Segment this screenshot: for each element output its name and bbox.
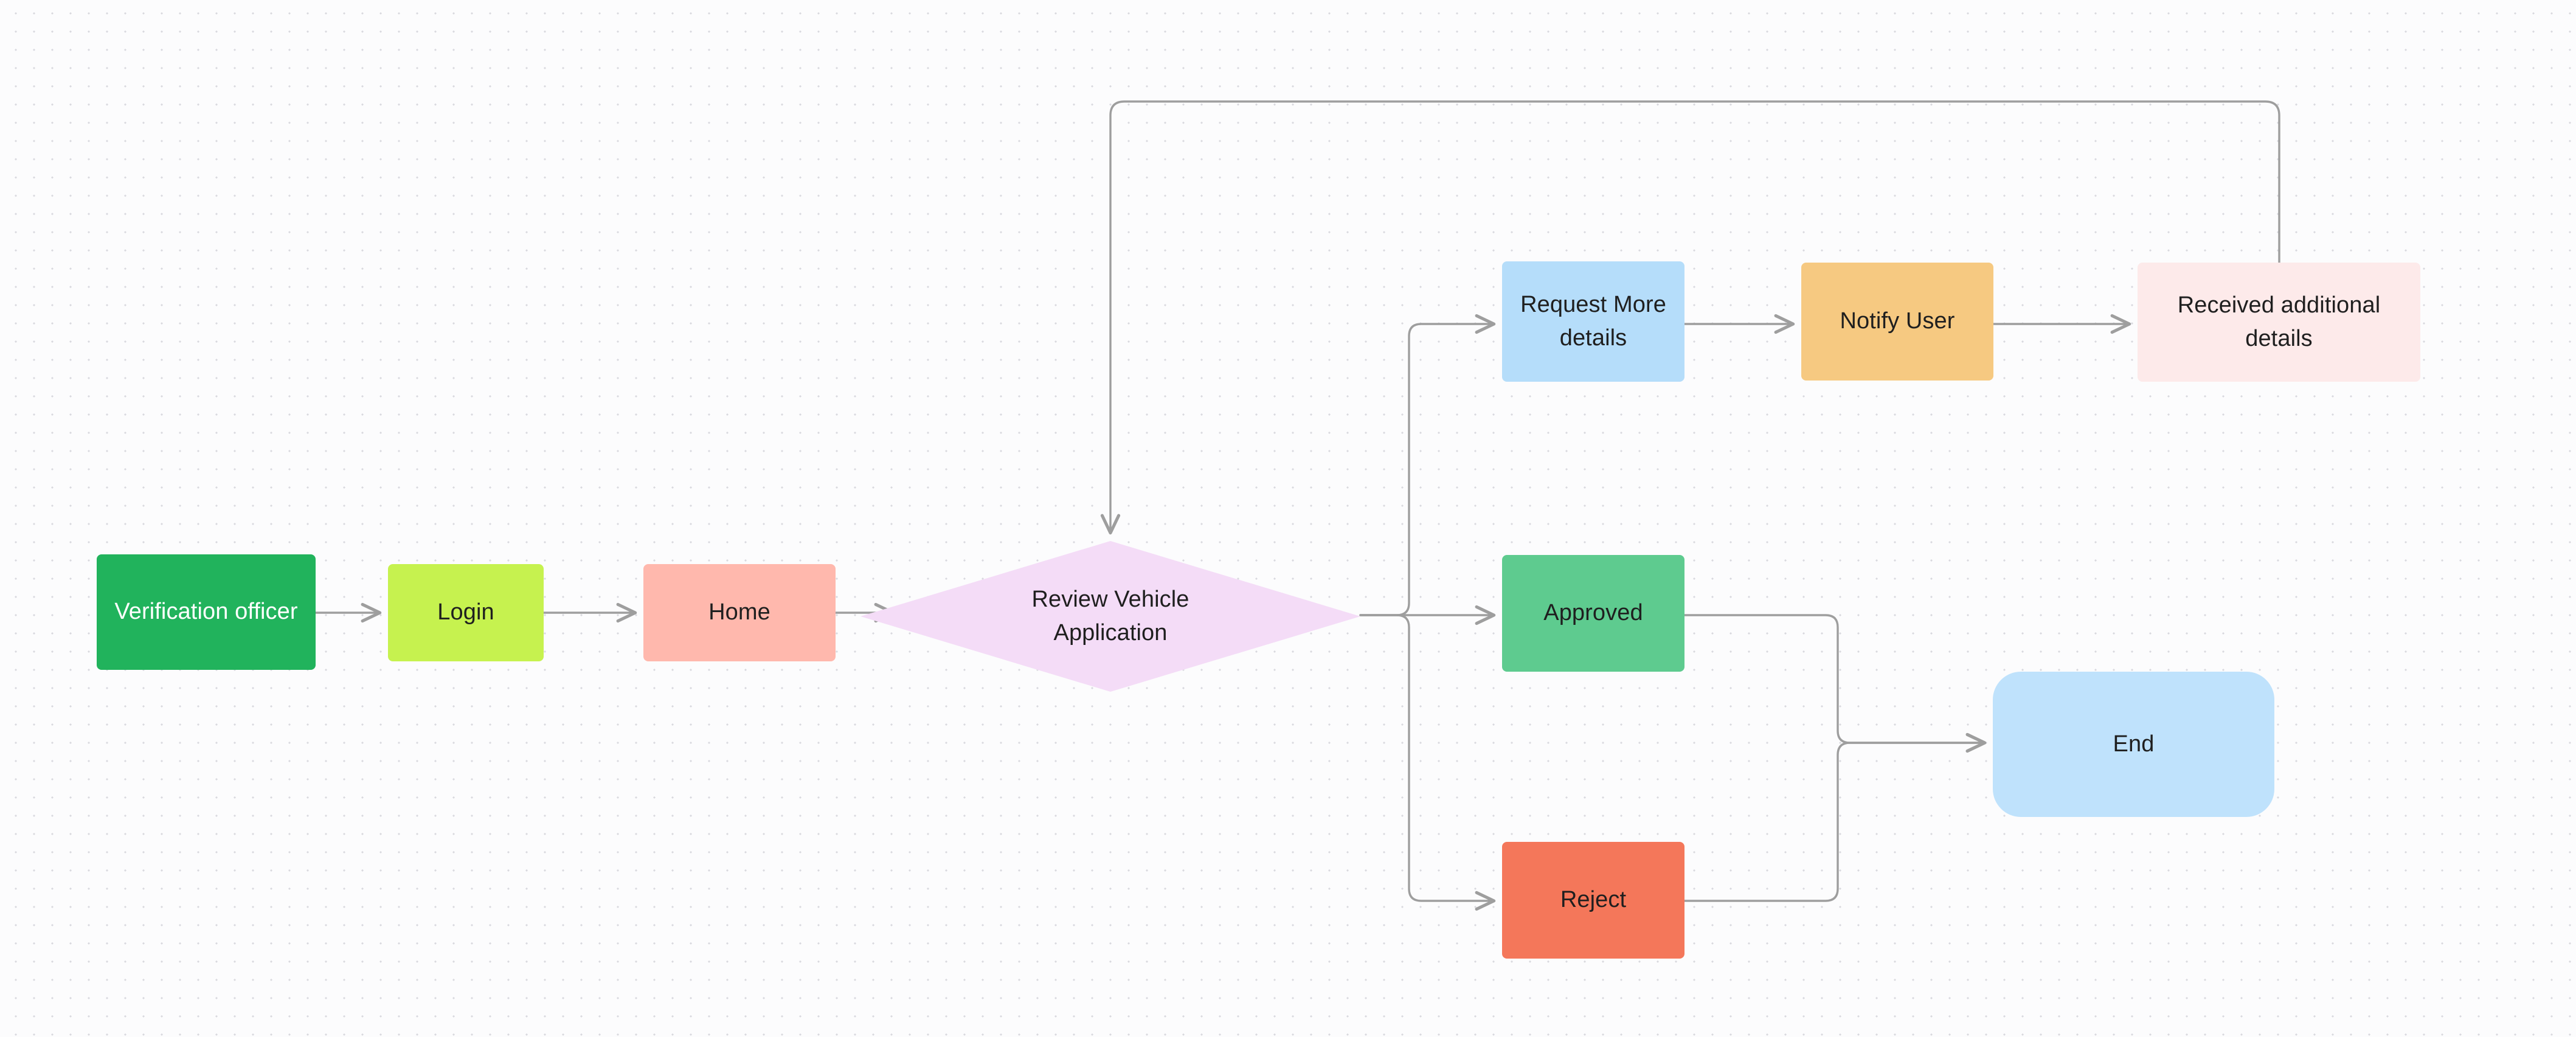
node-verification-officer[interactable]: Verification officer — [97, 554, 316, 670]
node-home[interactable]: Home — [643, 564, 836, 661]
node-notify-user-label: Notify User — [1840, 308, 1955, 334]
node-reject-label: Reject — [1560, 887, 1627, 913]
node-review-vehicle-application-label: Review Vehicle Application — [1031, 586, 1189, 646]
node-home-label: Home — [708, 599, 770, 625]
node-request-more-details-label: Request More details — [1520, 291, 1666, 351]
node-review-vehicle-application[interactable]: Review Vehicle Application — [860, 541, 1360, 692]
node-notify-user[interactable]: Notify User — [1801, 263, 1993, 381]
node-received-additional-details-label: Received additional details — [2177, 292, 2381, 351]
node-request-more-details[interactable]: Request More details — [1502, 261, 1684, 382]
node-approved[interactable]: Approved — [1502, 555, 1684, 672]
node-login[interactable]: Login — [388, 564, 544, 661]
node-login-label: Login — [437, 599, 494, 625]
edge-review-to-reject — [1359, 614, 1496, 911]
node-end-label: End — [2113, 731, 2155, 757]
edge-reject-to-end — [1683, 732, 1987, 902]
node-received-additional-details[interactable]: Received additional details — [2138, 263, 2420, 382]
node-verification-officer-label: Verification officer — [114, 599, 298, 625]
node-end[interactable]: End — [1993, 672, 2274, 817]
edge-review-to-request-more — [1359, 314, 1496, 616]
edge-received-to-review-loop — [1100, 100, 2280, 535]
node-approved-label: Approved — [1543, 600, 1643, 626]
node-reject[interactable]: Reject — [1502, 842, 1684, 959]
edge-approved-to-end — [1683, 614, 1987, 753]
